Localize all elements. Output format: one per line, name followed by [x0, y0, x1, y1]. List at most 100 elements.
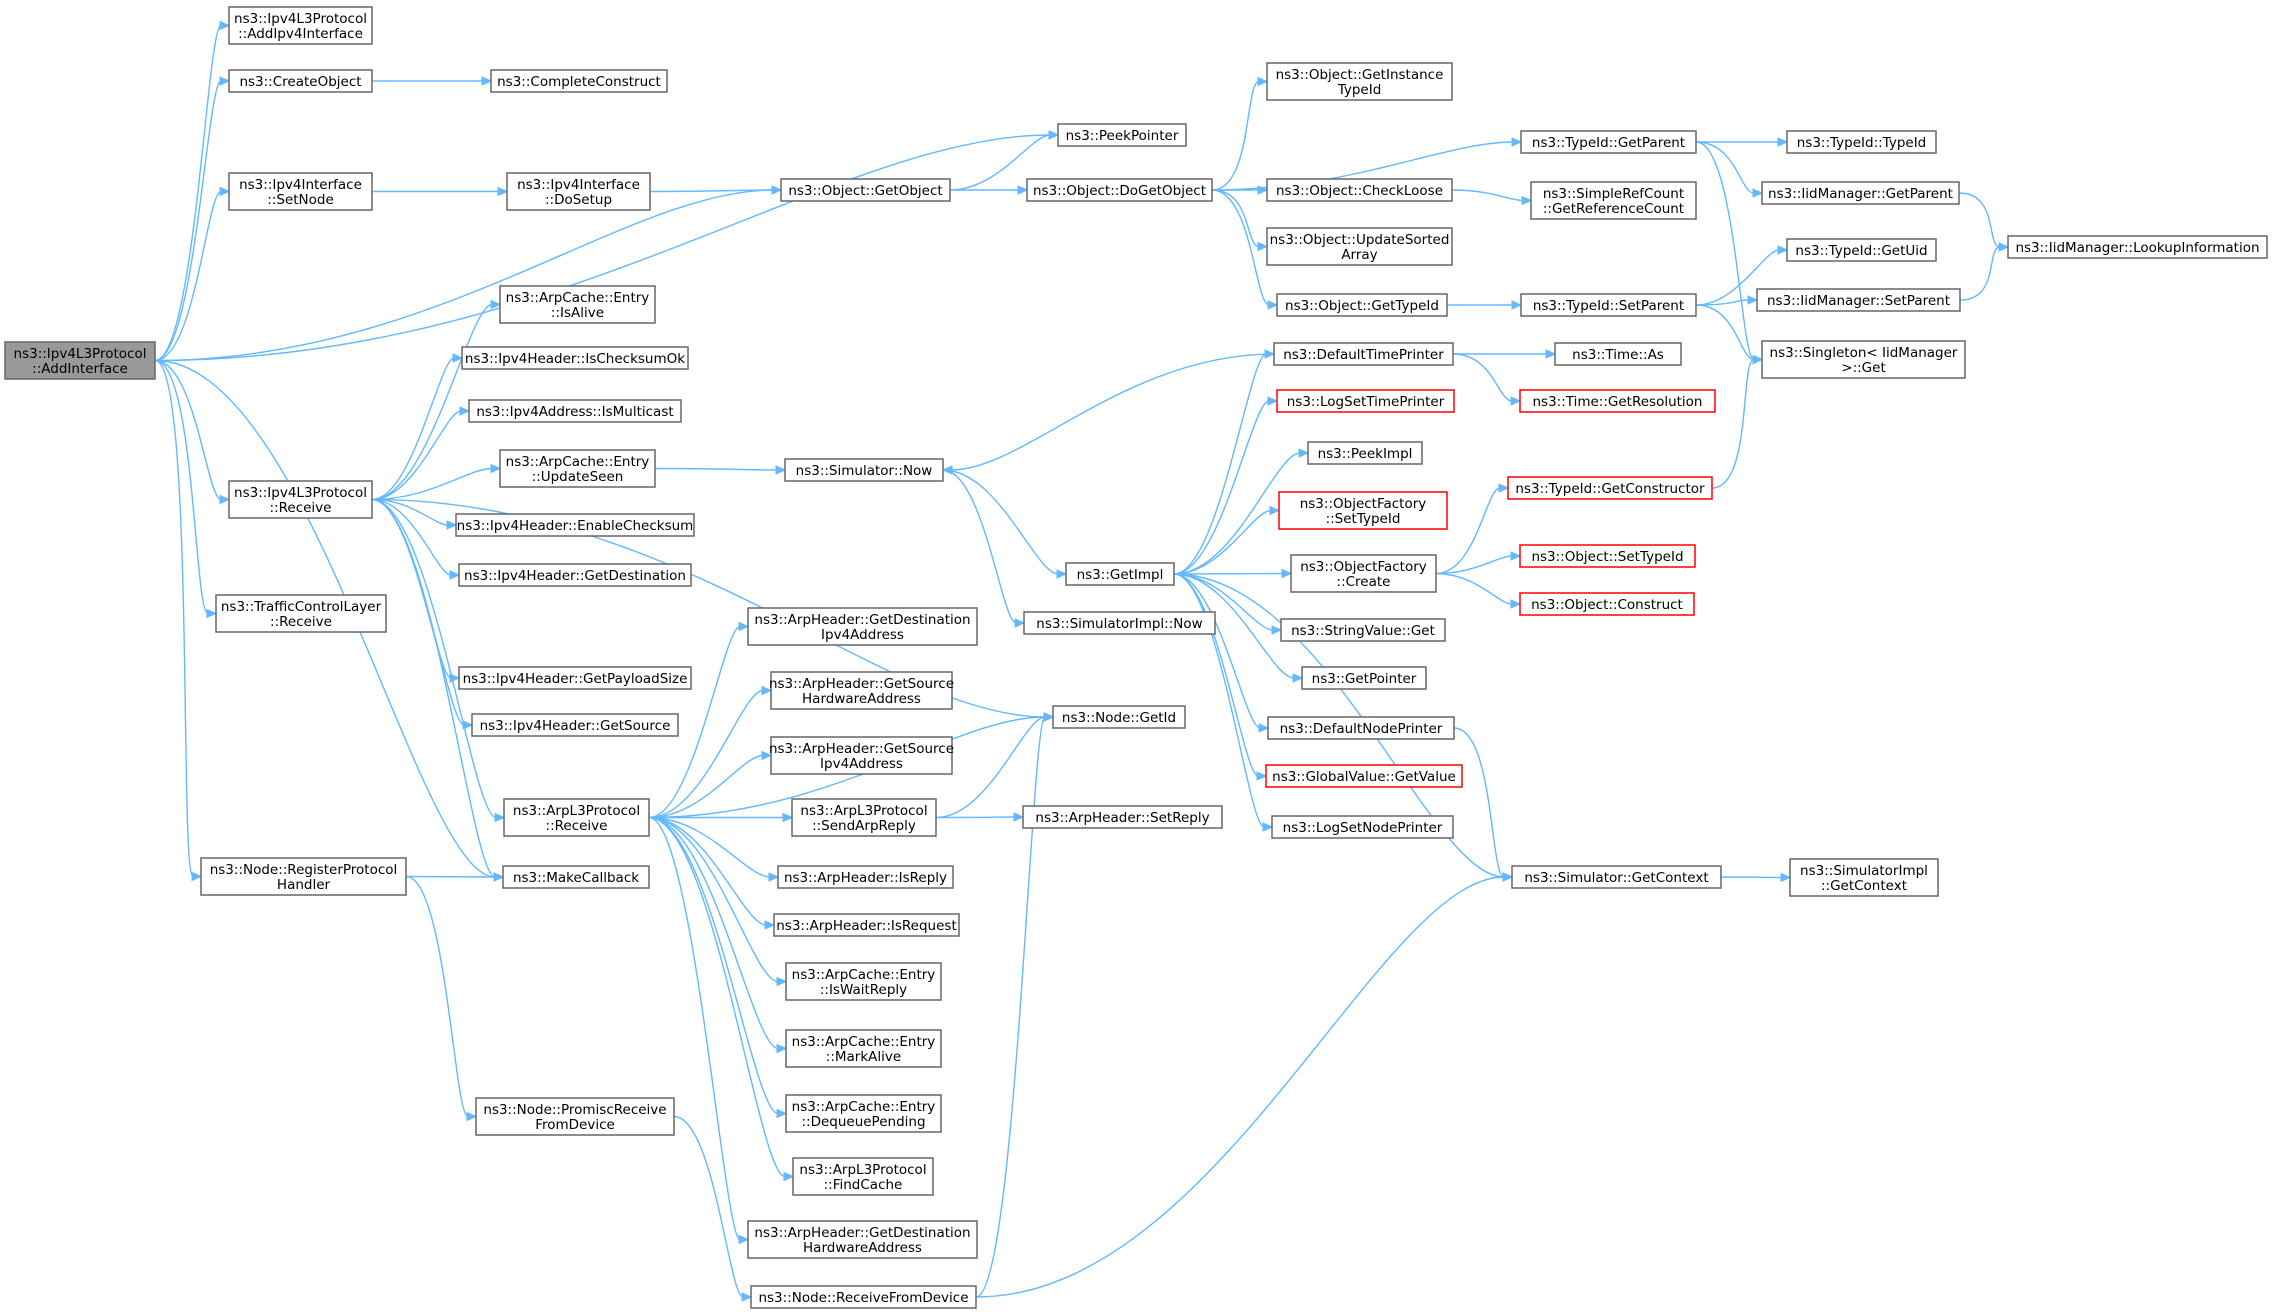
node-createObject[interactable]: ns3::CreateObject	[228, 69, 373, 93]
node-peekPointer[interactable]: ns3::PeekPointer	[1057, 123, 1187, 147]
node-objGetTypeId[interactable]: ns3::Object::GetTypeId	[1276, 293, 1448, 317]
node-objFactoryCreate[interactable]: ns3::ObjectFactory::Create	[1290, 554, 1437, 593]
node-simGetContext[interactable]: ns3::Simulator::GetContext	[1511, 865, 1722, 889]
node-box	[200, 857, 407, 896]
node-label: ns3::ArpL3Protocol	[799, 1162, 926, 1178]
node-nodeReceiveFromDevice[interactable]: ns3::Node::ReceiveFromDevice	[750, 1285, 977, 1309]
node-label: ::GetReferenceCount	[1543, 201, 1684, 217]
node-arpHdrIsReply[interactable]: ns3::ArpHeader::IsReply	[777, 865, 954, 889]
node-makeCallback[interactable]: ns3::MakeCallback	[502, 865, 650, 889]
node-objCheckLoose[interactable]: ns3::Object::CheckLoose	[1266, 178, 1453, 202]
node-arpEntryIsAlive[interactable]: ns3::ArpCache::Entry::IsAlive	[499, 285, 656, 324]
node-stringValueGet[interactable]: ns3::StringValue::Get	[1280, 618, 1446, 642]
node-completeConstruct[interactable]: ns3::CompleteConstruct	[490, 69, 668, 93]
node-arpHdrIsRequest[interactable]: ns3::ArpHeader::IsRequest	[773, 913, 960, 937]
node-simImplGetContext[interactable]: ns3::SimulatorImpl::GetContext	[1789, 858, 1939, 897]
node-label: ::IsAlive	[551, 305, 604, 321]
node-ipv4HdrGetDestination[interactable]: ns3::Ipv4Header::GetDestination	[458, 563, 692, 587]
node-ipv4HdrEnableChecksum[interactable]: ns3::Ipv4Header::EnableChecksum	[455, 513, 695, 537]
node-nodeGetId[interactable]: ns3::Node::GetId	[1052, 705, 1186, 729]
edge-arrowhead	[466, 1111, 478, 1122]
edge-arrowhead	[768, 872, 780, 882]
node-label: ns3::Ipv4Header::GetSource	[480, 718, 671, 734]
node-box	[1278, 491, 1448, 530]
node-box	[1756, 288, 1961, 312]
node-ipv4HdrGetSource[interactable]: ns3::Ipv4Header::GetSource	[471, 713, 679, 737]
edge-getImpl-to-objFactoryCreate	[1173, 572, 1284, 575]
node-objFactorySetTypeId[interactable]: ns3::ObjectFactory::SetTypeId	[1278, 491, 1448, 530]
edge-arrowhead	[494, 812, 506, 823]
node-iidLookup[interactable]: ns3::IidManager::LookupInformation	[2007, 235, 2268, 259]
node-arpHdrGetDestHw[interactable]: ns3::ArpHeader::GetDestinationHardwareAd…	[747, 1220, 978, 1259]
node-iidSetParent[interactable]: ns3::IidManager::SetParent	[1756, 288, 1961, 312]
node-iidGetParent[interactable]: ns3::IidManager::GetParent	[1761, 181, 1960, 205]
node-arpL3FindCache[interactable]: ns3::ArpL3Protocol::FindCache	[792, 1157, 934, 1196]
edge-simGetContext-to-simImplGetContext	[1720, 876, 1783, 879]
node-typeIdGetUid[interactable]: ns3::TypeId::GetUid	[1786, 238, 1937, 262]
edge-simNow-to-simImplNow	[942, 469, 1017, 624]
node-singletonGet[interactable]: ns3::Singleton< IidManager >::Get	[1761, 340, 1966, 379]
node-arpEntryDequeue[interactable]: ns3::ArpCache::Entry::DequeuePending	[785, 1094, 942, 1133]
node-simpleRefCount[interactable]: ns3::SimpleRefCount::GetReferenceCount	[1530, 181, 1697, 220]
node-addIpv4[interactable]: ns3::Ipv4L3Protocol::AddIpv4Interface	[228, 6, 373, 45]
node-box	[1052, 705, 1186, 729]
node-defaultTimePrinter[interactable]: ns3::DefaultTimePrinter	[1273, 342, 1454, 366]
edge-arpL3Receive-to-arpEntryMarkAlive	[648, 816, 779, 1050]
node-arpL3Receive[interactable]: ns3::ArpL3Protocol::Receive	[503, 798, 650, 837]
node-ipv4HdrGetPayloadSize[interactable]: ns3::Ipv4Header::GetPayloadSize	[458, 666, 692, 690]
edge-arrowhead	[1510, 599, 1522, 609]
node-arpEntryMarkAlive[interactable]: ns3::ArpCache::Entry::MarkAlive	[785, 1029, 942, 1068]
node-simNow[interactable]: ns3::Simulator::Now	[784, 458, 944, 482]
node-arpEntryIsWaitReply[interactable]: ns3::ArpCache::Entry::IsWaitReply	[785, 962, 942, 1001]
node-box	[773, 913, 960, 937]
node-logSetNodePrinter[interactable]: ns3::LogSetNodePrinter	[1271, 815, 1454, 839]
node-objConstruct[interactable]: ns3::Object::Construct	[1519, 592, 1695, 616]
node-ipv4HdrIsChecksumOk[interactable]: ns3::Ipv4Header::IsChecksumOk	[461, 346, 689, 370]
node-getImpl[interactable]: ns3::GetImpl	[1065, 562, 1175, 586]
node-root[interactable]: ns3::Ipv4L3Protocol::AddInterface	[4, 341, 156, 380]
node-objSetTypeId[interactable]: ns3::Object::SetTypeId	[1519, 544, 1696, 568]
node-ipv4IfSetNode[interactable]: ns3::Ipv4Interface::SetNode	[228, 172, 373, 211]
node-logSetTimePrinter[interactable]: ns3::LogSetTimePrinter	[1276, 389, 1455, 413]
edge-arrowhead	[191, 871, 203, 882]
node-tcReceive[interactable]: ns3::TrafficControlLayer::Receive	[215, 594, 387, 633]
node-arpHdrSetReply[interactable]: ns3::ArpHeader::SetReply	[1022, 805, 1223, 829]
edge-arpL3Receive-to-arpL3FindCache	[648, 816, 786, 1178]
edge-arrowhead	[1256, 771, 1268, 781]
node-box	[1761, 181, 1960, 205]
node-box	[215, 594, 387, 633]
node-objDoGetObject[interactable]: ns3::Object::DoGetObject	[1026, 178, 1213, 202]
node-objGetObject[interactable]: ns3::Object::GetObject	[780, 178, 951, 202]
edge-nodeRegisterProtocol-to-nodePromiscReceive	[405, 875, 469, 1118]
node-ipv4AddrIsMulticast[interactable]: ns3::Ipv4Address::IsMulticast	[468, 399, 682, 423]
node-typeIdSetParent[interactable]: ns3::TypeId::SetParent	[1520, 293, 1697, 317]
node-typeIdGetParent[interactable]: ns3::TypeId::GetParent	[1520, 130, 1697, 154]
node-simImplNow[interactable]: ns3::SimulatorImpl::Now	[1023, 611, 1216, 635]
node-globalValueGetValue[interactable]: ns3::GlobalValue::GetValue	[1265, 764, 1463, 788]
node-label: ns3::ArpCache::Entry	[506, 454, 650, 470]
node-box	[1786, 238, 1937, 262]
node-timeGetResolution[interactable]: ns3::Time::GetResolution	[1519, 389, 1716, 413]
node-getPointer[interactable]: ns3::GetPointer	[1301, 666, 1427, 690]
node-typeIdGetConstructor[interactable]: ns3::TypeId::GetConstructor	[1507, 476, 1713, 500]
node-ipv4IfDoSetup[interactable]: ns3::Ipv4Interface::DoSetup	[506, 172, 651, 211]
node-typeIdTypeId[interactable]: ns3::TypeId::TypeId	[1786, 130, 1937, 154]
node-label: ::Receive	[270, 614, 332, 630]
node-peekImpl[interactable]: ns3::PeekImpl	[1307, 441, 1423, 465]
node-defaultNodePrinter[interactable]: ns3::DefaultNodePrinter	[1267, 716, 1455, 740]
node-ipv4L3Receive[interactable]: ns3::Ipv4L3Protocol::Receive	[228, 480, 373, 519]
node-arpEntryUpdateSeen[interactable]: ns3::ArpCache::Entry::UpdateSeen	[499, 449, 656, 488]
node-label: ns3::GetPointer	[1312, 671, 1417, 687]
node-timeAs[interactable]: ns3::Time::As	[1554, 342, 1682, 366]
edge-arrowhead	[1752, 188, 1764, 198]
node-arpHdrGetDestIpv4[interactable]: ns3::ArpHeader::GetDestinationIpv4Addres…	[747, 607, 978, 646]
node-arpL3SendArpReply[interactable]: ns3::ArpL3Protocol::SendArpReply	[791, 798, 937, 837]
node-label: ns3::SimulatorImpl	[1800, 863, 1928, 879]
